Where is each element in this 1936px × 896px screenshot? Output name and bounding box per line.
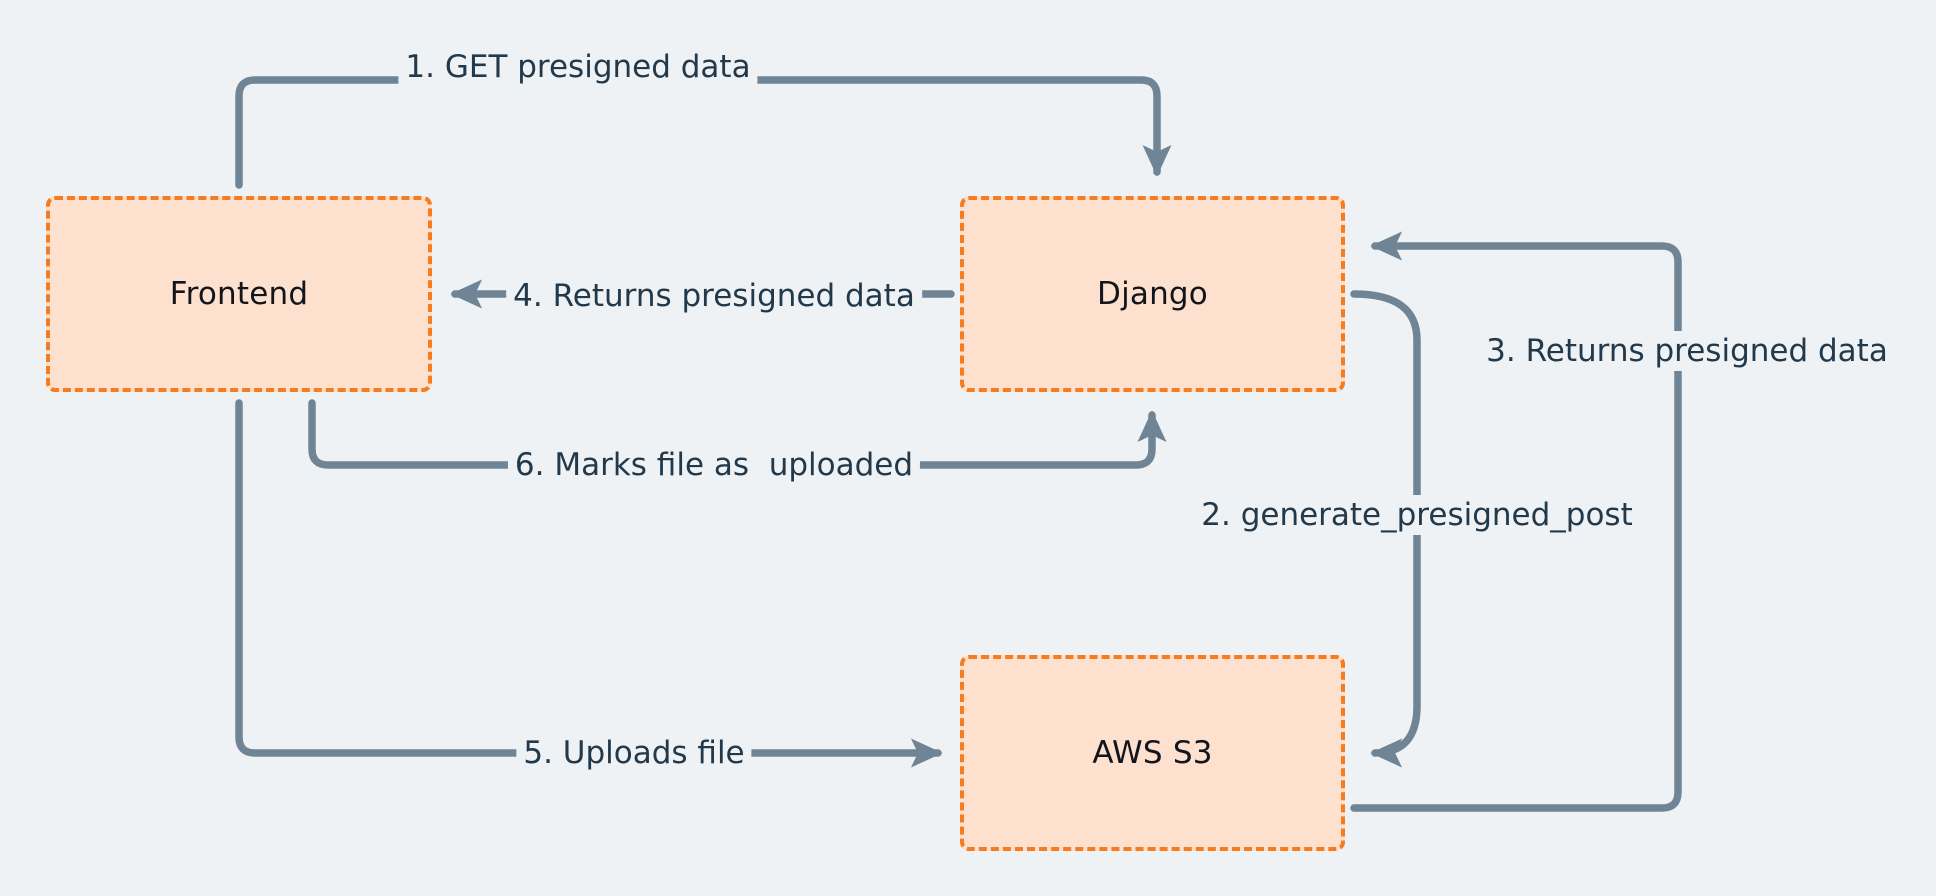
- connector-step5: [235, 399, 943, 768]
- edge-label-step2: 2. generate_presigned_post: [1194, 495, 1640, 535]
- connector-step2: [1350, 290, 1421, 768]
- node-django[interactable]: Django: [960, 196, 1345, 392]
- node-frontend[interactable]: Frontend: [46, 196, 432, 392]
- edge-label-step3: 3. Returns presigned data: [1479, 331, 1895, 371]
- connector-step3: [1350, 231, 1682, 812]
- connector-step1: [235, 76, 1172, 189]
- edge-label-step6: 6. Marks file as uploaded: [507, 445, 921, 485]
- node-frontend-label: Frontend: [169, 276, 309, 312]
- node-django-label: Django: [1097, 276, 1208, 312]
- node-aws-s3[interactable]: AWS S3: [960, 655, 1345, 851]
- edge-label-step5: 5. Uploads file: [516, 733, 752, 773]
- edge-label-step1: 1. GET presigned data: [398, 47, 758, 87]
- edge-label-step4: 4. Returns presigned data: [506, 276, 922, 316]
- node-aws-s3-label: AWS S3: [1092, 735, 1213, 771]
